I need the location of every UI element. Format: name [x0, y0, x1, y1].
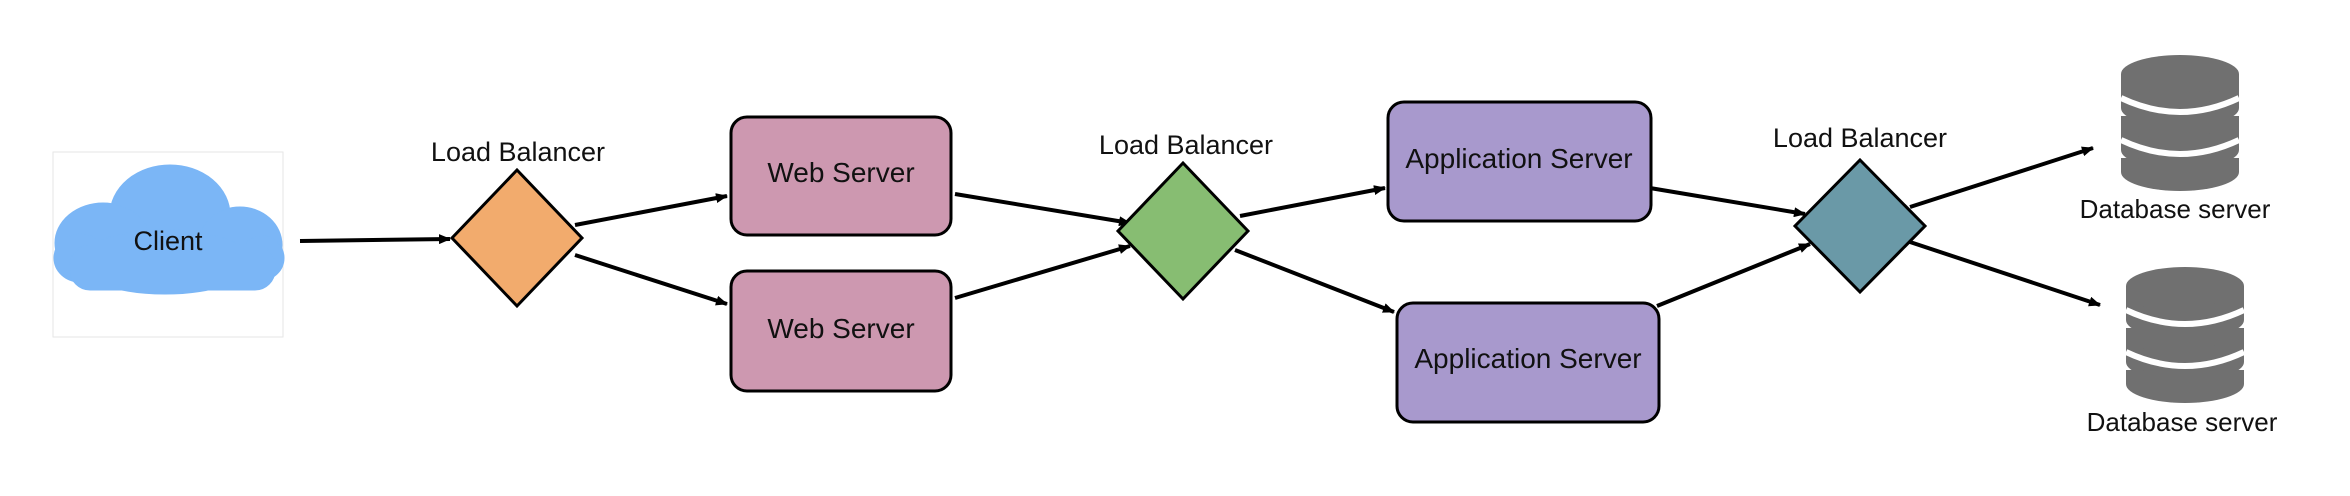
- edges: [299, 146, 2101, 314]
- web-server-2: Web Server: [729, 269, 953, 393]
- app2-label: Application Server: [1414, 343, 1641, 374]
- web-server-1: Web Server: [729, 115, 953, 237]
- database-icon: [2121, 55, 2239, 191]
- edge-lb3-to-db1: [1909, 146, 2094, 209]
- edge-lb2-to-app2: [1234, 248, 1395, 314]
- cloud-icon: [53, 164, 285, 295]
- lb2-label: Load Balancer: [1099, 130, 1273, 160]
- app1-label: Application Server: [1405, 143, 1632, 174]
- database-icon: [2126, 267, 2244, 403]
- database-server-1: Database server: [2080, 55, 2271, 224]
- load-balancer-1: Load Balancer: [431, 137, 605, 309]
- client-label: Client: [133, 226, 203, 256]
- database-server-2: Database server: [2087, 267, 2278, 437]
- edge-lb1-to-web2: [574, 253, 728, 306]
- edge-app2-to-lb3: [1656, 242, 1811, 308]
- edge-client-to-lb1: [299, 234, 451, 245]
- lb2-diamond: [1115, 160, 1251, 302]
- lb1-label: Load Balancer: [431, 137, 605, 167]
- application-server-2: Application Server: [1395, 301, 1661, 424]
- client-node: Client: [52, 151, 285, 338]
- edge-lb2-to-app1: [1239, 185, 1386, 218]
- edge-web1-to-lb2: [954, 192, 1131, 227]
- web1-label: Web Server: [767, 157, 914, 188]
- db1-label: Database server: [2080, 194, 2271, 224]
- db2-label: Database server: [2087, 407, 2278, 437]
- load-balancer-3: Load Balancer: [1773, 123, 1947, 295]
- application-server-1: Application Server: [1386, 100, 1653, 223]
- lb1-diamond: [449, 167, 585, 309]
- edge-web2-to-lb2: [954, 244, 1131, 300]
- lb3-diamond: [1792, 157, 1928, 295]
- edge-lb1-to-web1: [574, 193, 728, 227]
- web2-label: Web Server: [767, 313, 914, 344]
- load-balancer-2: Load Balancer: [1099, 130, 1273, 302]
- edge-lb3-to-db2: [1909, 240, 2101, 307]
- lb3-label: Load Balancer: [1773, 123, 1947, 153]
- edge-app1-to-lb3: [1649, 186, 1806, 218]
